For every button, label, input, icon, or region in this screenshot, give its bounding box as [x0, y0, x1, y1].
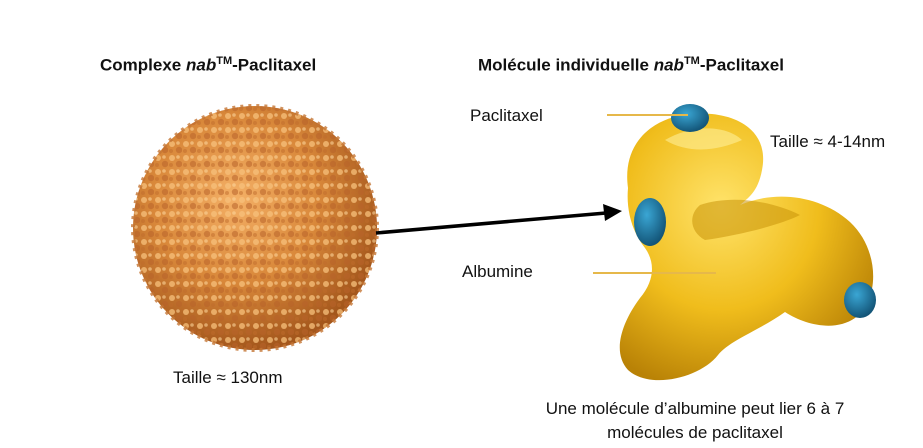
nanoparticle-complex: [133, 106, 377, 350]
molecule-size-label: Taille ≈ 4-14nm: [770, 132, 885, 152]
paclitaxel-label: Paclitaxel: [470, 106, 543, 126]
paclitaxel-top: [671, 104, 709, 132]
nanoparticle-texture: [133, 106, 377, 350]
binding-note-line2: molécules de paclitaxel: [485, 421, 905, 445]
albumine-label: Albumine: [462, 262, 533, 282]
binding-note: Une molécule d’albumine peut lier 6 à 7 …: [485, 397, 905, 445]
binding-note-line1: Une molécule d’albumine peut lier 6 à 7: [485, 397, 905, 421]
arrow-head: [603, 204, 622, 221]
transition-arrow: [376, 204, 622, 233]
paclitaxel-right: [844, 282, 876, 318]
arrow-shaft: [376, 213, 606, 233]
paclitaxel-left: [634, 198, 666, 246]
albumin-body: [620, 113, 873, 380]
complex-size-label: Taille ≈ 130nm: [173, 368, 283, 388]
